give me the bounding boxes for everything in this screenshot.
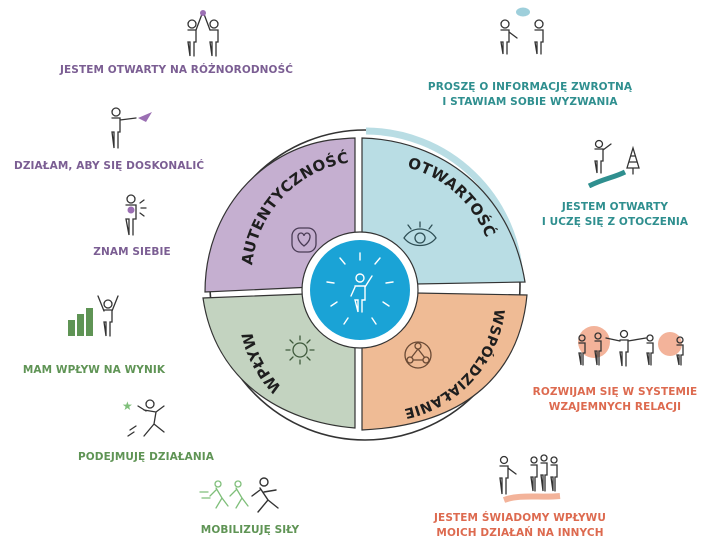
statement-learning-line2: I UCZĘ SIĘ Z OTOCZENIA: [541, 216, 689, 228]
statement-diversity: JESTEM OTWARTY NA RÓŻNORODNOŚĆ: [60, 64, 294, 76]
sun-icon: [285, 335, 315, 365]
statement-taking-action: PODEJMUJĘ DZIAŁANIA: [77, 451, 215, 463]
statement-relations-line1: ROZWIJAM SIĘ W SYSTEMIE: [532, 386, 698, 398]
statement-relations-line2: WZAJEMNYCH RELACJI: [548, 401, 682, 413]
self-aware-person-icon: [125, 194, 147, 236]
center-core: [310, 240, 410, 340]
running-people-icon: [199, 477, 279, 513]
influence-group-icon: [499, 454, 561, 503]
network-icon: [404, 341, 432, 369]
high-five-icon: [187, 10, 219, 57]
paper-plane-person-icon: [111, 107, 152, 149]
statement-impact-line1: JESTEM ŚWIADOMY WPŁYWU: [434, 512, 606, 524]
statement-self-improvement: DZIAŁAM, ABY SIĘ DOSKONALIĆ: [14, 160, 205, 172]
statement-influence-result: MAM WPŁYW NA WYNIK: [22, 364, 166, 376]
statement-feedback-line2: I STAWIAM SOBIE WYZWANIA: [442, 96, 618, 108]
jumping-person-icon: ★: [122, 399, 165, 437]
svg-text:★: ★: [122, 399, 133, 413]
heart-icon: [291, 227, 317, 253]
statement-mobilizing: MOBILIZUJĘ SIŁY: [200, 524, 300, 536]
center-person-icon: [326, 252, 394, 325]
eye-icon: [403, 221, 437, 247]
quadrant-otwartosc: [361, 137, 526, 286]
feedback-conversation-icon: [500, 7, 544, 55]
learning-path-icon: [587, 139, 640, 188]
statement-impact-line2: MOICH DZIAŁAŃ NA INNYCH: [436, 527, 604, 539]
statement-feedback-line1: PROSZĘ O INFORMACJĘ ZWROTNĄ: [427, 81, 633, 93]
growth-chart-icon: [68, 295, 119, 337]
statement-self-knowledge: ZNAM SIEBIE: [93, 246, 171, 258]
relations-network-icon: [578, 326, 684, 367]
statement-learning-line1: JESTEM OTWARTY: [561, 201, 669, 213]
